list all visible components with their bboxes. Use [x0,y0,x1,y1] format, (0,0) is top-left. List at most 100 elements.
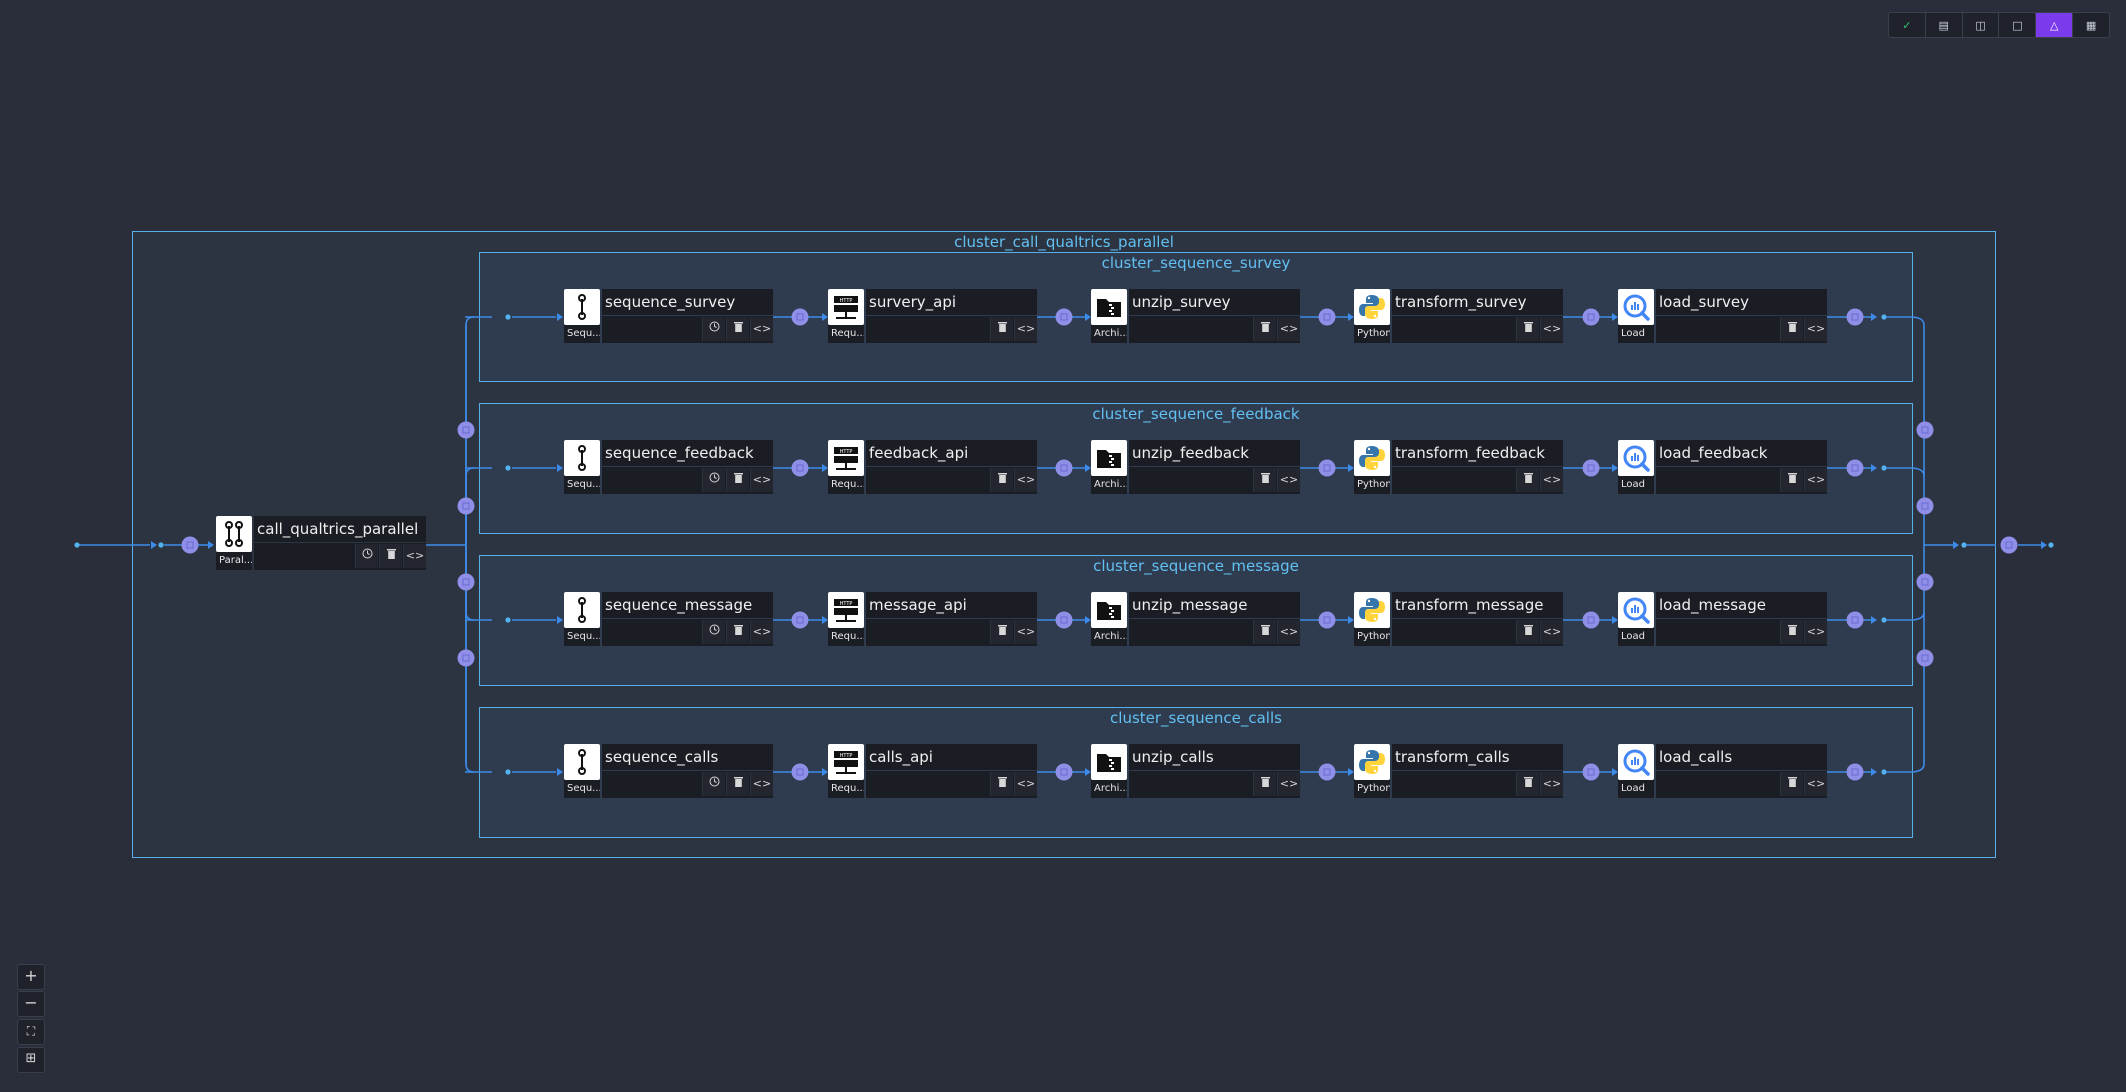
trash-icon [386,549,396,562]
code-icon: <> [1542,625,1562,638]
delete-button[interactable] [990,317,1013,341]
topology-doc-button[interactable]: ▤ [1926,13,1963,37]
delete-button[interactable] [1516,317,1539,341]
delete-button[interactable] [1780,317,1803,341]
topology-graph-button[interactable]: △ [2036,13,2074,37]
delete-button[interactable] [726,317,749,341]
show-code-button[interactable]: <> [1014,317,1037,341]
cluster-title: cluster_sequence_message [1093,557,1299,575]
timeout-button[interactable] [702,620,725,644]
delete-button[interactable] [1780,468,1803,492]
validation-button[interactable]: ✓ [1889,13,1926,37]
delete-button[interactable] [1253,772,1276,796]
editor-split-button[interactable]: ◫ [1963,13,2000,37]
trash-icon [1523,777,1533,790]
source-doc-button[interactable]: □ [1999,13,2037,37]
node-sequence-calls[interactable]: Sequ...sequence_calls<> [564,744,773,800]
delete-button[interactable] [1253,620,1276,644]
svg-text:HTTP: HTTP [840,753,853,759]
delete-button[interactable] [1780,772,1803,796]
node-type-label: Archi... [1091,780,1127,798]
http-request-icon: HTTP [828,744,864,780]
timeout-button[interactable] [355,544,378,568]
delete-button[interactable] [1780,620,1803,644]
show-code-button[interactable]: <> [1804,468,1827,492]
sequence-icon [564,289,600,325]
show-code-button[interactable]: <> [1540,620,1563,644]
node-sequence-survey[interactable]: Sequ...sequence_survey<> [564,289,773,345]
show-code-button[interactable]: <> [1277,772,1300,796]
timeout-button[interactable] [702,468,725,492]
show-code-button[interactable]: <> [750,620,773,644]
show-code-button[interactable]: <> [1540,317,1563,341]
show-code-button[interactable]: <> [1014,468,1037,492]
delete-button[interactable] [990,772,1013,796]
node-id-label: load_survey [1656,289,1827,315]
show-code-button[interactable]: <> [1277,468,1300,492]
node-type-label: Paral... [216,552,252,570]
show-code-button[interactable]: <> [403,544,426,568]
bigquery-load-icon [1618,592,1654,628]
show-code-button[interactable]: <> [1277,317,1300,341]
delete-button[interactable] [726,772,749,796]
fit-view-button[interactable]: ⛶ [17,1019,45,1045]
timeout-button[interactable] [702,317,725,341]
clock-icon [709,624,720,638]
delete-button[interactable] [990,468,1013,492]
node-sequence-feedback[interactable]: Sequ...sequence_feedback<> [564,440,773,496]
node-unzip-feedback[interactable]: Archi...unzip_feedback<> [1091,440,1300,496]
delete-button[interactable] [726,620,749,644]
node-sequence-message[interactable]: Sequ...sequence_message<> [564,592,773,648]
code-icon: <> [752,625,772,638]
zoom-in-button[interactable]: + [17,964,45,990]
delete-button[interactable] [726,468,749,492]
node-unzip-message[interactable]: Archi...unzip_message<> [1091,592,1300,648]
delete-button[interactable] [1516,772,1539,796]
show-code-button[interactable]: <> [1540,468,1563,492]
node-id-label: load_calls [1656,744,1827,770]
show-code-button[interactable]: <> [1014,620,1037,644]
minimap-button[interactable]: ⊞ [17,1047,45,1073]
show-code-button[interactable]: <> [1804,620,1827,644]
show-code-button[interactable]: <> [1277,620,1300,644]
delete-button[interactable] [1253,468,1276,492]
delete-button[interactable] [990,620,1013,644]
node-unzip-survey[interactable]: Archi...unzip_survey<> [1091,289,1300,345]
delete-button[interactable] [1516,620,1539,644]
show-code-button[interactable]: <> [750,317,773,341]
delete-button[interactable] [1253,317,1276,341]
node-call-qualtrics-parallel[interactable]: Paral...call_qualtrics_parallel<> [216,516,426,572]
delete-button[interactable] [1516,468,1539,492]
show-code-button[interactable]: <> [1804,772,1827,796]
timeout-button[interactable] [702,772,725,796]
delete-button[interactable] [379,544,402,568]
node-unzip-calls[interactable]: Archi...unzip_calls<> [1091,744,1300,800]
clock-icon [362,548,373,562]
cluster-title: cluster_call_qualtrics_parallel [954,233,1174,251]
show-code-button[interactable]: <> [1014,772,1037,796]
cluster-title: cluster_sequence_calls [1110,709,1282,727]
edge-connector[interactable] [2000,536,2018,554]
zoom-out-button[interactable]: − [17,991,45,1017]
show-code-button[interactable]: <> [750,468,773,492]
show-code-button[interactable]: <> [1540,772,1563,796]
node-type-label: Load [1618,628,1654,646]
show-code-button[interactable]: <> [1804,317,1827,341]
code-icon: <> [1016,473,1036,486]
show-code-button[interactable]: <> [750,772,773,796]
parallel-icon [216,516,252,552]
source-topology-button[interactable]: ▦ [2073,13,2109,37]
